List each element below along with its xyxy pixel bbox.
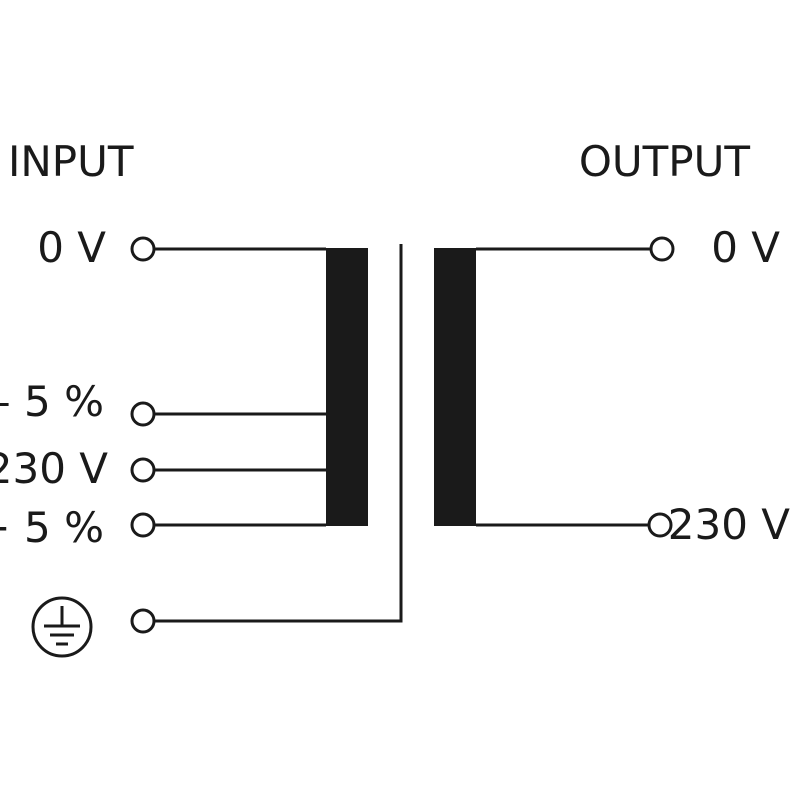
output-label-0v: 0 V [711,223,780,272]
input-label-minus-5: – 5 % [0,377,104,426]
input-terminal-ground [130,608,156,634]
input-terminal-230v [130,457,156,483]
output-terminal-0v [649,236,675,262]
shield-ground-wire [155,244,403,623]
output-heading: OUTPUT [579,137,751,186]
output-terminal-230v [647,512,673,538]
input-label-230v: 230 V [0,444,108,493]
input-terminal-plus-5 [130,512,156,538]
ground-icon [31,596,93,658]
primary-winding [326,248,368,526]
secondary-winding [434,248,476,526]
input-label-0v: 0 V [37,223,106,272]
output-label-230v: 230 V [668,500,791,549]
input-heading: INPUT [8,137,134,186]
input-terminal-0v [130,236,156,262]
input-label-plus-5: + 5 % [0,503,104,552]
input-terminal-minus-5 [130,401,156,427]
